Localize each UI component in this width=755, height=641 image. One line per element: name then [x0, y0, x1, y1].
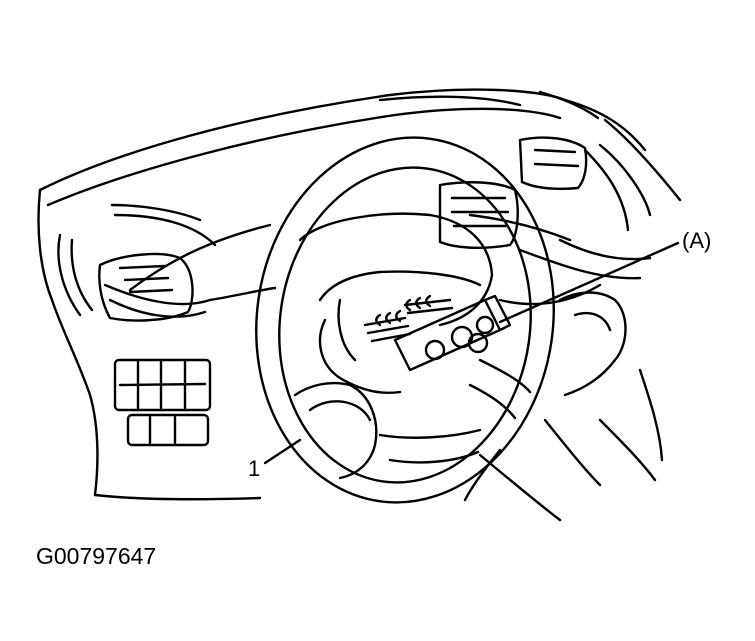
center-air-vent [440, 138, 586, 248]
left-air-vent [99, 254, 192, 320]
callout-label-a: (A) [682, 228, 712, 253]
leader-line-1 [265, 440, 300, 463]
steering-wheel-hub [295, 214, 530, 478]
airbag-module [365, 296, 510, 370]
leader-line-a [500, 243, 678, 322]
steering-wheel-rim [233, 118, 577, 522]
figure-id: G00797647 [36, 543, 157, 569]
callout-label-1: 1 [248, 456, 261, 481]
switch-panel [115, 360, 210, 445]
dashboard-outline [39, 90, 681, 520]
